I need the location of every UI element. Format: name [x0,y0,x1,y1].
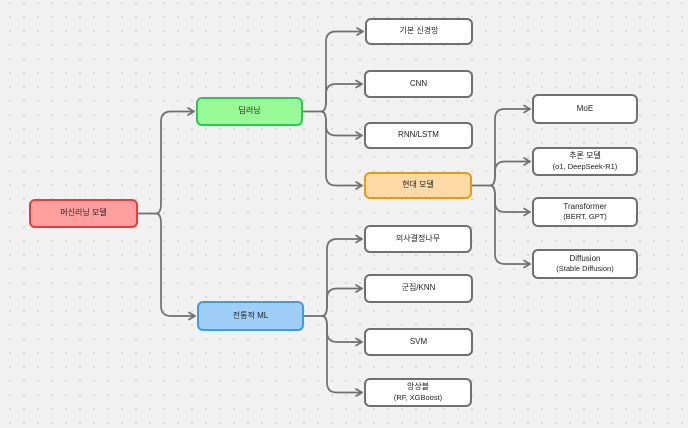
node-moe[interactable]: MoE [532,94,638,124]
node-sublabel: (o1, DeepSeek-R1) [552,161,618,171]
edge-traditional-ml-to-ensemble [321,315,363,397]
node-clustering-knn[interactable]: 군집/KNN [364,274,473,303]
node-reasoning-models[interactable]: 추론 모델(o1, DeepSeek-R1) [532,147,638,176]
node-label: 기본 신경망 [399,26,439,36]
node-label: Transformer [563,201,607,211]
node-label: 추론 모델 [569,151,601,161]
node-rnn-lstm[interactable]: RNN/LSTM [364,122,473,149]
edge-traditional-ml-to-decision-tree [321,234,363,317]
edge-deep-learning-to-basic-nn [320,27,364,113]
node-label: 머신러닝 모델 [60,208,107,218]
node-label: 의사결정나무 [395,233,441,243]
node-sublabel: (BERT, GPT) [563,212,607,222]
node-basic-nn[interactable]: 기본 신경망 [365,18,473,45]
node-label: MoE [576,103,594,113]
node-ensemble[interactable]: 앙상블(RF, XGBoost) [364,378,472,407]
node-diffusion[interactable]: Diffusion(Stable Diffusion) [532,249,638,279]
edge-traditional-ml-to-clustering-knn [321,284,363,317]
node-label: 군집/KNN [401,283,436,293]
node-cnn[interactable]: CNN [364,70,473,98]
node-label: 앙상블 [406,382,430,392]
edge-modern-models-to-transformer [489,184,531,217]
node-label: 전통적 ML [232,310,269,320]
edge-modern-models-to-diffusion [489,184,531,269]
node-ml-model[interactable]: 머신러닝 모델 [29,199,138,228]
node-traditional-ml[interactable]: 전통적 ML [197,301,304,331]
edge-ml-model-to-traditional-ml [155,212,196,321]
node-svm[interactable]: SVM [364,328,473,356]
edge-modern-models-to-reasoning-models [489,157,531,187]
edge-deep-learning-to-rnn-lstm [320,110,363,140]
node-label: 현대 모델 [402,180,434,190]
edge-ml-model-to-deep-learning [155,107,195,215]
node-label: RNN/LSTM [398,130,439,140]
node-label: Diffusion [569,253,601,263]
node-sublabel: (Stable Diffusion) [556,264,614,274]
node-label: CNN [409,78,428,88]
node-label: SVM [409,336,428,346]
edge-deep-learning-to-cnn [320,79,363,113]
node-modern-models[interactable]: 현대 모델 [364,172,472,199]
edge-modern-models-to-moe [489,104,531,187]
edge-deep-learning-to-modern-models [320,110,363,190]
node-transformer[interactable]: Transformer(BERT, GPT) [532,197,638,227]
node-label: 딥러닝 [238,106,261,116]
node-sublabel: (RF, XGBoost) [393,392,443,402]
node-decision-tree[interactable]: 의사결정나무 [364,225,472,253]
node-deep-learning[interactable]: 딥러닝 [196,97,303,126]
edge-traditional-ml-to-svm [321,315,363,347]
